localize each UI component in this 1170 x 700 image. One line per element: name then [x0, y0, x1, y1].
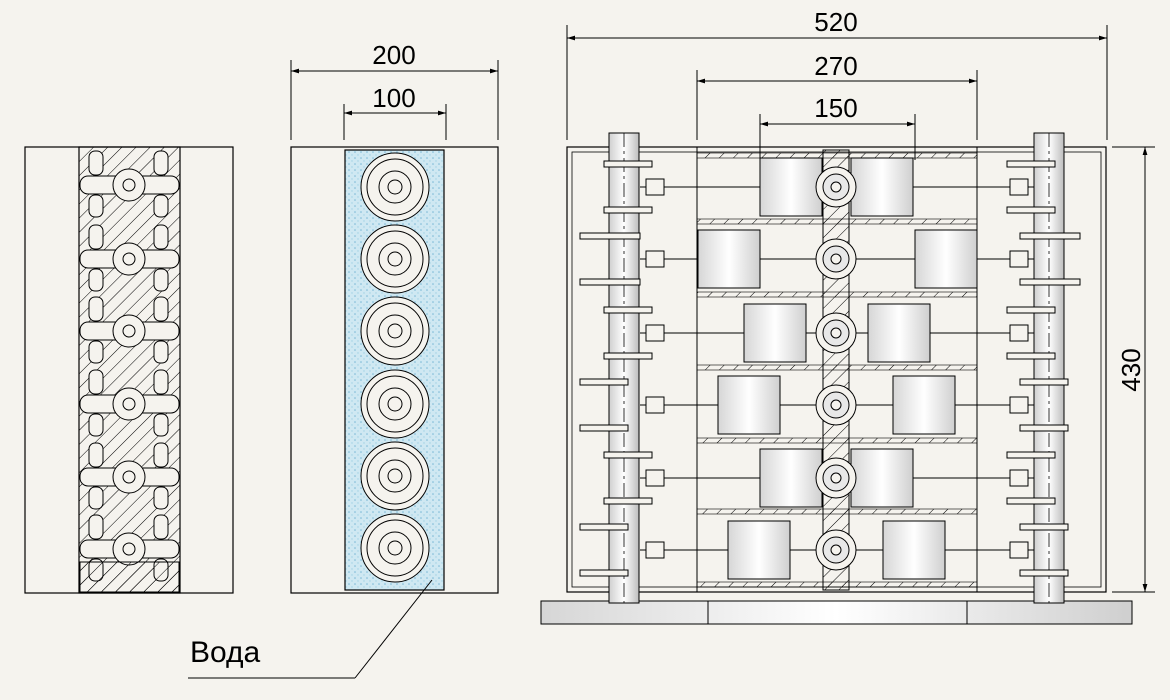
front-view — [540, 132, 1133, 625]
mass-block — [850, 448, 914, 508]
front-row — [603, 448, 1056, 508]
front-row — [579, 520, 1069, 580]
ring — [360, 224, 430, 294]
dim-270-label: 270 — [814, 51, 857, 81]
water-label: Вода — [190, 636, 261, 669]
dim-mid: 270 — [696, 51, 978, 140]
mass-block — [743, 303, 807, 363]
dim-height: 430 — [1112, 146, 1155, 593]
dim-200-label: 200 — [372, 40, 415, 70]
shelf — [696, 218, 978, 225]
mass-block — [759, 448, 823, 508]
shelf — [696, 581, 978, 588]
mass-block — [892, 375, 956, 435]
mass-block — [882, 520, 946, 580]
mass-block — [759, 157, 823, 217]
section-view — [24, 146, 234, 594]
ring — [360, 296, 430, 366]
dim-150-label: 150 — [814, 93, 857, 123]
section-cell — [79, 442, 180, 510]
front-row — [579, 375, 1069, 435]
dim-100-label: 100 — [372, 83, 415, 113]
front-row — [603, 157, 1056, 217]
dim-520-label: 520 — [814, 7, 857, 37]
shelf — [696, 152, 978, 159]
mass-block — [717, 375, 781, 435]
mass-block — [850, 157, 914, 217]
front-row — [579, 229, 1081, 289]
dim-inner: 150 — [759, 93, 916, 160]
shelf — [696, 291, 978, 298]
water-leader: Вода — [188, 579, 433, 679]
water-view — [290, 146, 499, 594]
section-cell — [79, 369, 180, 437]
ring — [360, 513, 430, 583]
mass-block — [867, 303, 931, 363]
shelf — [696, 364, 978, 371]
dim-side-inner: 100 — [343, 83, 447, 140]
section-cell — [79, 150, 180, 218]
dim-430-label: 430 — [1116, 348, 1146, 391]
mass-block — [727, 520, 791, 580]
ring — [360, 369, 430, 439]
shelf — [696, 437, 978, 444]
section-cell — [79, 296, 180, 364]
section-cell — [79, 224, 180, 292]
ring — [360, 152, 430, 222]
ring — [360, 441, 430, 511]
dim-side-outer: 200 — [290, 40, 499, 140]
shelf — [696, 508, 978, 515]
dim-overall: 520 — [566, 7, 1108, 140]
mass-block — [697, 229, 761, 289]
mass-block — [914, 229, 978, 289]
front-row — [603, 303, 1056, 363]
